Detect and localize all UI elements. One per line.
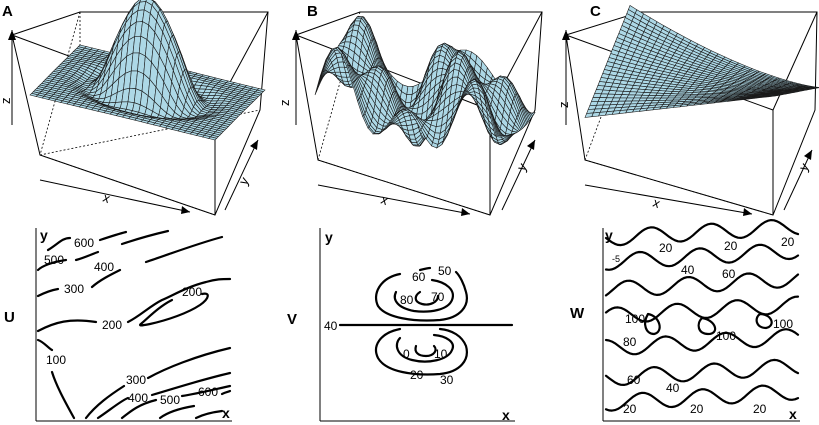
panel-b-x-label: x xyxy=(379,192,391,208)
u-label-200a: 200 xyxy=(182,285,202,299)
panel-u-y-label: y xyxy=(40,227,48,243)
panel-a-z-label: z xyxy=(0,98,13,105)
v-label-60: 60 xyxy=(412,270,426,284)
v-label-80: 80 xyxy=(400,293,414,307)
v-label-20: 20 xyxy=(410,368,424,382)
w-label-100a: 100 xyxy=(625,312,645,326)
u-label-300b: 300 xyxy=(126,373,146,387)
v-label-50: 50 xyxy=(438,264,452,278)
v-label-70: 70 xyxy=(431,290,445,304)
u-label-500b: 500 xyxy=(160,393,180,407)
w-label-20f: 20 xyxy=(753,402,767,416)
panel-u-letter: U xyxy=(4,309,15,326)
panel-a-letter: A xyxy=(2,3,13,20)
w-label-100b: 100 xyxy=(716,329,736,343)
panel-c-x-label: x xyxy=(651,195,663,211)
panel-b: B x y z xyxy=(277,3,543,216)
panel-u: U y x 600 500 400 300 200 200 100 300 40… xyxy=(4,227,232,422)
panel-a-y-label: y xyxy=(236,174,252,188)
panel-c: C x y z xyxy=(556,3,819,216)
surface-c xyxy=(584,5,819,118)
w-label-neg5: -5 xyxy=(612,254,620,264)
v-label-30: 30 xyxy=(440,373,454,387)
u-label-600: 600 xyxy=(74,236,94,250)
surface-b xyxy=(314,16,536,149)
w-label-60a: 60 xyxy=(722,267,736,281)
panel-v-letter: V xyxy=(287,311,297,328)
u-label-500: 500 xyxy=(44,253,64,267)
panel-v-x-label: x xyxy=(502,407,510,423)
v-label-10: 10 xyxy=(434,347,448,361)
panel-a: A x y z xyxy=(0,0,269,216)
panel-w-letter: W xyxy=(570,305,585,322)
panel-w-x-label: x xyxy=(789,406,797,422)
panel-c-z-label: z xyxy=(556,102,571,109)
panel-b-y-label: y xyxy=(514,160,530,174)
panel-c-letter: C xyxy=(590,3,601,20)
w-label-60b: 60 xyxy=(627,373,641,387)
panel-w-y-label: y xyxy=(605,227,613,243)
surface-a xyxy=(29,0,266,141)
panel-w: W y x -5 20 20 20 40 60 100 100 100 80 6… xyxy=(570,219,800,422)
u-label-300: 300 xyxy=(64,282,84,296)
w-label-20c: 20 xyxy=(781,235,795,249)
w-label-40a: 40 xyxy=(681,263,695,277)
panel-v-y-label: y xyxy=(325,229,333,245)
u-label-600b: 600 xyxy=(198,385,218,399)
w-label-20a: 20 xyxy=(659,241,673,255)
u-label-400: 400 xyxy=(94,260,114,274)
w-label-80: 80 xyxy=(623,335,637,349)
v-label-40: 40 xyxy=(324,319,338,333)
w-label-20e: 20 xyxy=(690,402,704,416)
w-label-20d: 20 xyxy=(623,402,637,416)
panel-v: V y x 60 50 80 70 40 0 10 20 30 xyxy=(287,228,515,423)
u-label-100: 100 xyxy=(46,353,66,367)
u-label-400b: 400 xyxy=(128,391,148,405)
panel-u-x-label: x xyxy=(222,405,230,421)
v-label-0: 0 xyxy=(403,347,410,361)
w-label-40b: 40 xyxy=(666,381,680,395)
panel-a-x-label: x xyxy=(101,190,113,206)
panel-b-z-label: z xyxy=(277,100,292,107)
panel-b-letter: B xyxy=(307,3,318,20)
w-label-100c: 100 xyxy=(773,317,793,331)
u-label-200b: 200 xyxy=(102,318,122,332)
panel-c-y-label: y xyxy=(796,160,812,174)
w-label-20b: 20 xyxy=(724,239,738,253)
